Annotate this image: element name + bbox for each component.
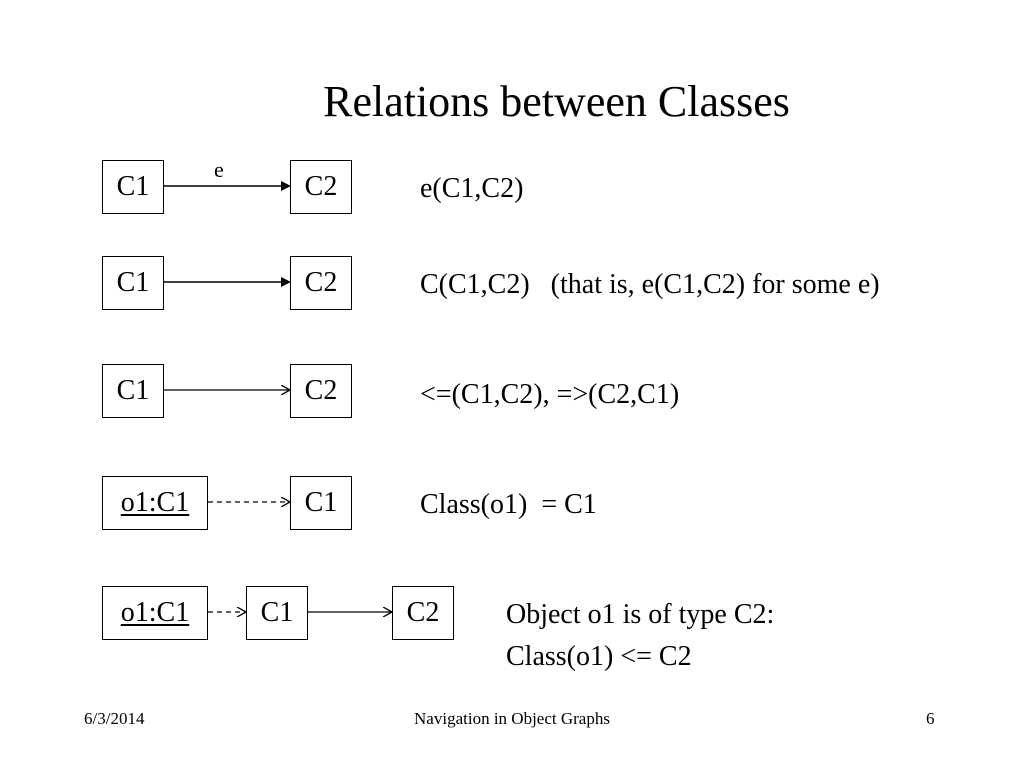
- page-number: 6: [926, 709, 935, 728]
- class-box-c2: C2: [290, 160, 352, 214]
- class-name: C2: [304, 375, 338, 406]
- relation-text: e(C1,C2): [420, 173, 524, 204]
- class-box-c2: C2: [392, 586, 454, 640]
- class-box-c1: C1: [102, 256, 164, 310]
- relation-text: C(C1,C2) (that is, e(C1,C2) for some e): [420, 269, 880, 300]
- class-name: C1: [304, 487, 338, 518]
- relation-text-line1: Object o1 is of type C2:: [506, 599, 775, 630]
- object-box-o1: o1:C1: [102, 586, 208, 640]
- class-name: C1: [116, 171, 150, 202]
- footer-title: Navigation in Object Graphs: [414, 709, 610, 728]
- class-name: C1: [260, 597, 294, 628]
- class-name: C1: [116, 267, 150, 298]
- footer-date: 6/3/2014: [84, 709, 145, 728]
- object-box-o1: o1:C1: [102, 476, 208, 530]
- class-box-c2: C2: [290, 256, 352, 310]
- class-name: C2: [304, 267, 338, 298]
- class-box-c1: C1: [102, 364, 164, 418]
- class-name: C2: [406, 597, 440, 628]
- edge-label-e: e: [214, 157, 224, 182]
- class-box-c1: C1: [246, 586, 308, 640]
- object-name: o1:C1: [120, 487, 190, 518]
- class-name: C2: [304, 171, 338, 202]
- relation-text: Class(o1) = C1: [420, 489, 597, 520]
- class-name: C1: [116, 375, 150, 406]
- relation-text: <=(C1,C2), =>(C2,C1): [420, 379, 680, 410]
- class-box-c1: C1: [102, 160, 164, 214]
- class-box-c1: C1: [290, 476, 352, 530]
- object-name: o1:C1: [120, 597, 190, 628]
- class-box-c2: C2: [290, 364, 352, 418]
- relation-text-line2: Class(o1) <= C2: [506, 641, 692, 672]
- slide-title: Relations between Classes: [323, 77, 790, 126]
